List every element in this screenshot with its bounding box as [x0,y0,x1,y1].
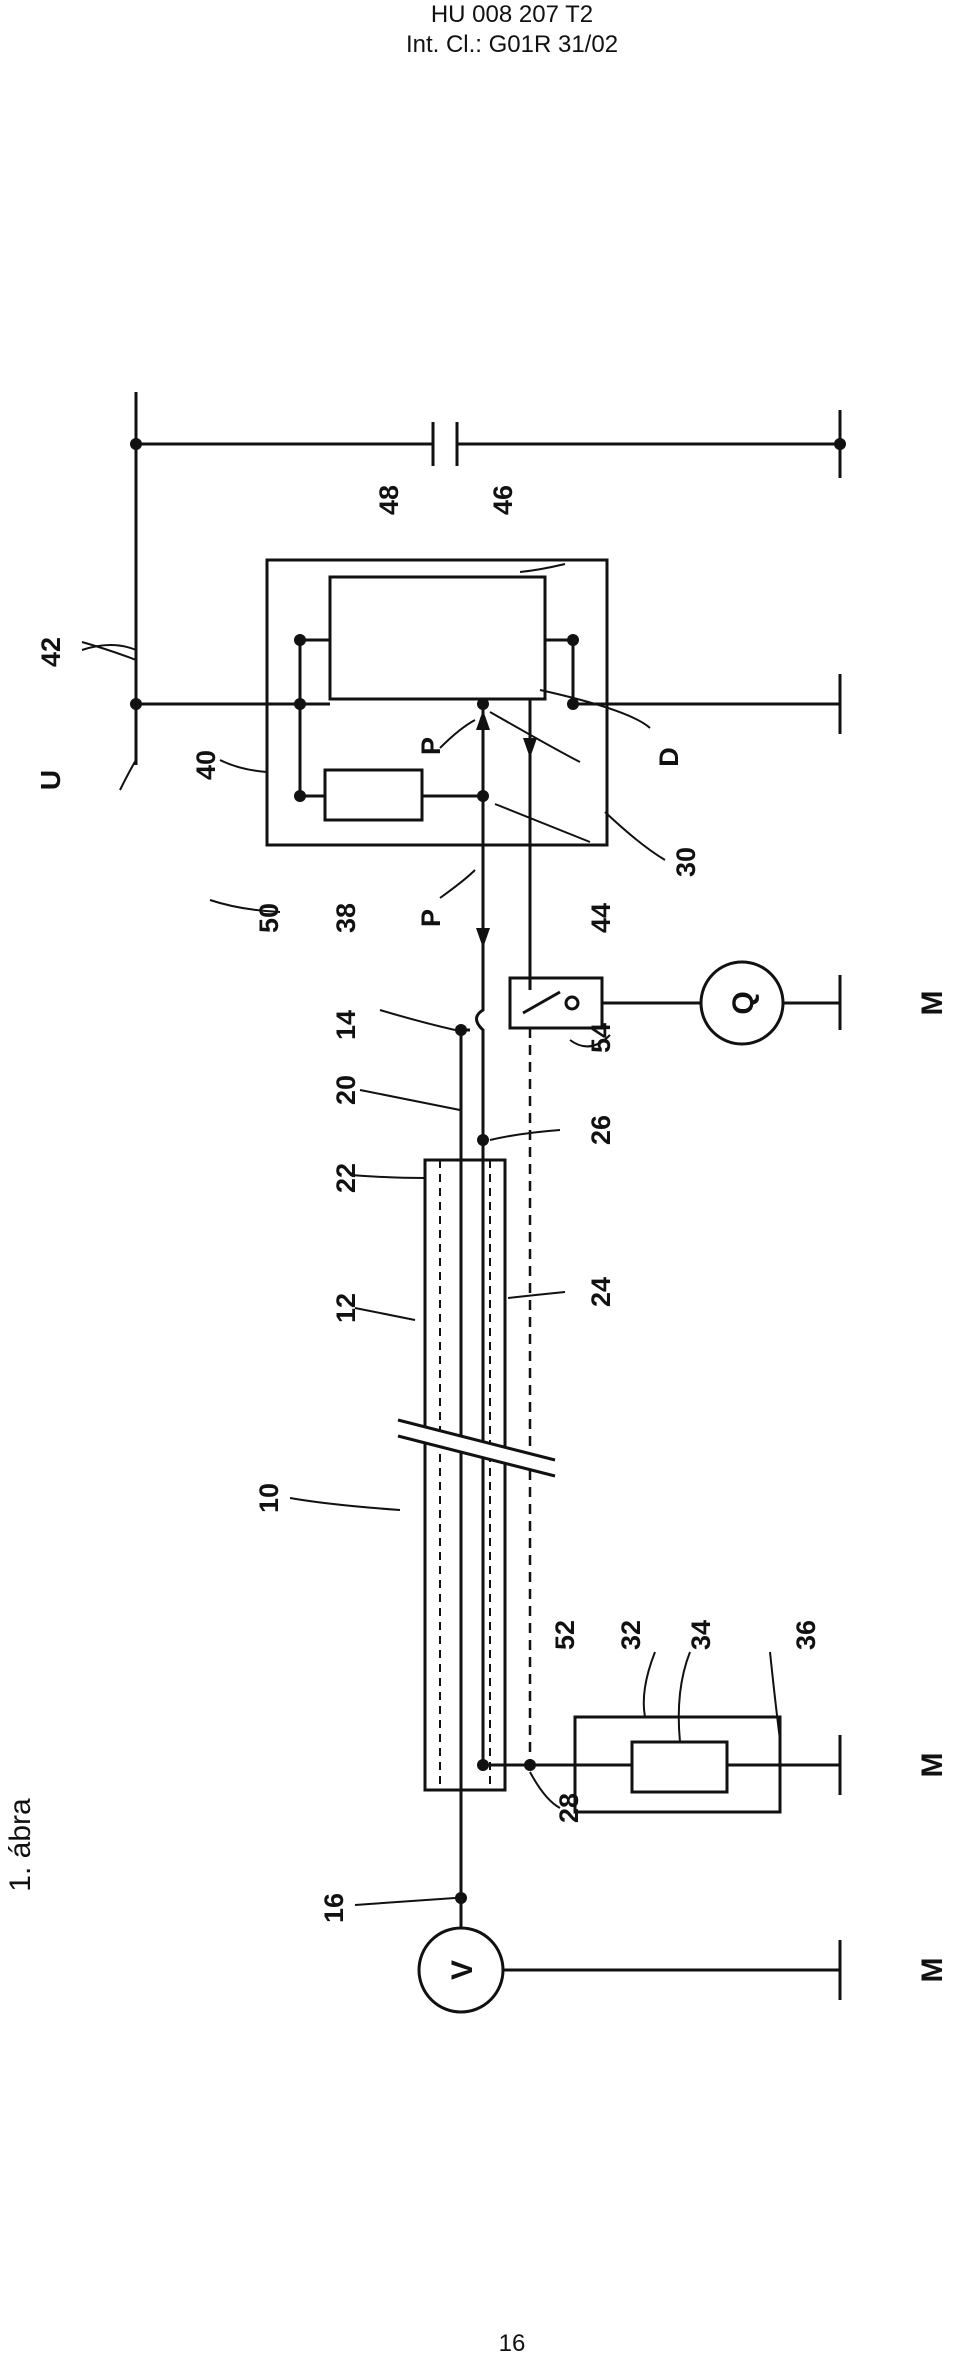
label-40: 40 [191,750,221,780]
label-10: 10 [254,1483,284,1513]
signal-arrows [476,710,537,948]
label-24: 24 [586,1277,616,1307]
termination-nodes [455,1759,536,1904]
label-52: 52 [550,1620,580,1650]
control-unit-nodes [294,634,579,802]
label-M-switch: M [916,991,949,1016]
source-Q [699,960,842,1046]
cable-12 [423,1158,507,1792]
label-44: 44 [586,903,616,933]
document-id: HU 008 207 T2 [430,1,594,28]
label-Q: Q [727,991,760,1014]
page-number: 16 [498,2330,526,2357]
label-54: 54 [586,1023,616,1053]
label-34: 34 [686,1620,716,1650]
label-26: 26 [586,1115,616,1145]
label-46: 46 [488,485,518,515]
label-14: 14 [331,1010,361,1040]
label-50: 50 [254,903,284,933]
label-16: 16 [319,1893,349,1923]
termination [459,1715,842,1898]
voltmeter-V [417,1898,842,2014]
label-P-upper: P [416,737,446,755]
label-20: 20 [331,1075,361,1105]
label-30: 30 [671,847,701,877]
label-48: 48 [374,485,404,515]
label-22: 22 [331,1163,361,1193]
label-D: D [654,747,684,767]
switch-54 [508,976,700,1030]
label-P-lower: P [416,909,446,927]
label-U: U [35,770,66,790]
label-42: 42 [36,637,66,667]
leader-lines [81,563,781,1906]
label-M-termination: M [916,1753,949,1778]
label-V: V [446,1960,479,1980]
classification: Int. Cl.: G01R 31/02 [405,31,619,58]
rail-junctions [130,438,846,710]
lead-nodes [455,1024,489,1146]
label-12: 12 [331,1293,361,1323]
cable-break [397,1418,556,1478]
page-header: HU 008 207 T2 Int. Cl.: G01R 31/02 [0,0,960,60]
label-38: 38 [331,903,361,933]
label-28: 28 [554,1793,584,1823]
figure-caption: 1. ábra [4,1798,37,1892]
labels: 42 U 40 50 38 P P 48 46 D 44 30 14 20 22… [4,485,949,1983]
supply-rail [134,392,842,765]
lead-wires [459,990,485,1160]
label-M-voltmeter: M [916,1958,949,1983]
label-32: 32 [616,1620,646,1650]
label-36: 36 [791,1620,821,1650]
